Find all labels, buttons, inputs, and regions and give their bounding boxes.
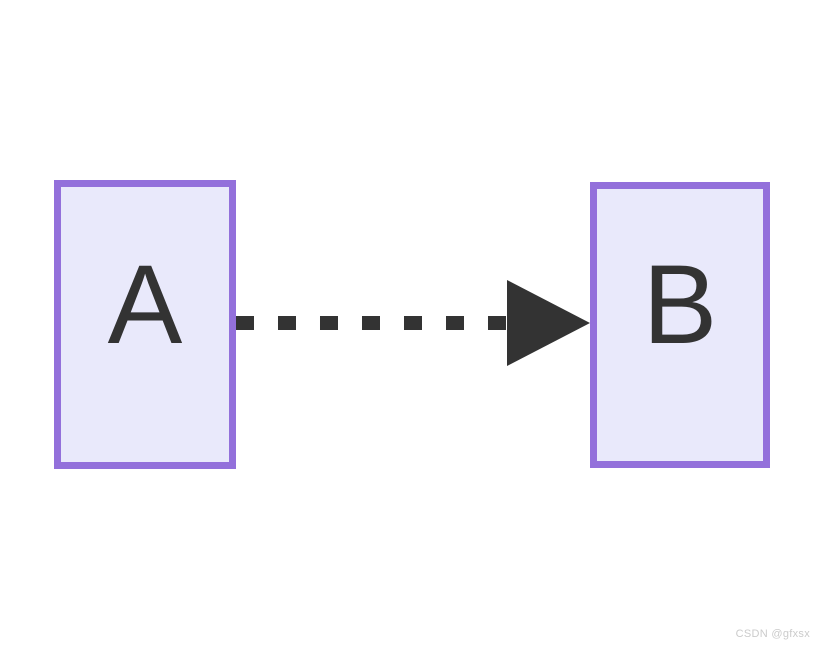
dashed-arrow-edge (236, 280, 590, 366)
node-a-label: A (107, 241, 183, 367)
node-a: A (54, 180, 236, 469)
node-b: B (590, 182, 770, 468)
watermark: CSDN @gfxsx (735, 628, 810, 640)
node-b-label: B (642, 242, 718, 367)
arrowhead-icon (507, 280, 590, 366)
